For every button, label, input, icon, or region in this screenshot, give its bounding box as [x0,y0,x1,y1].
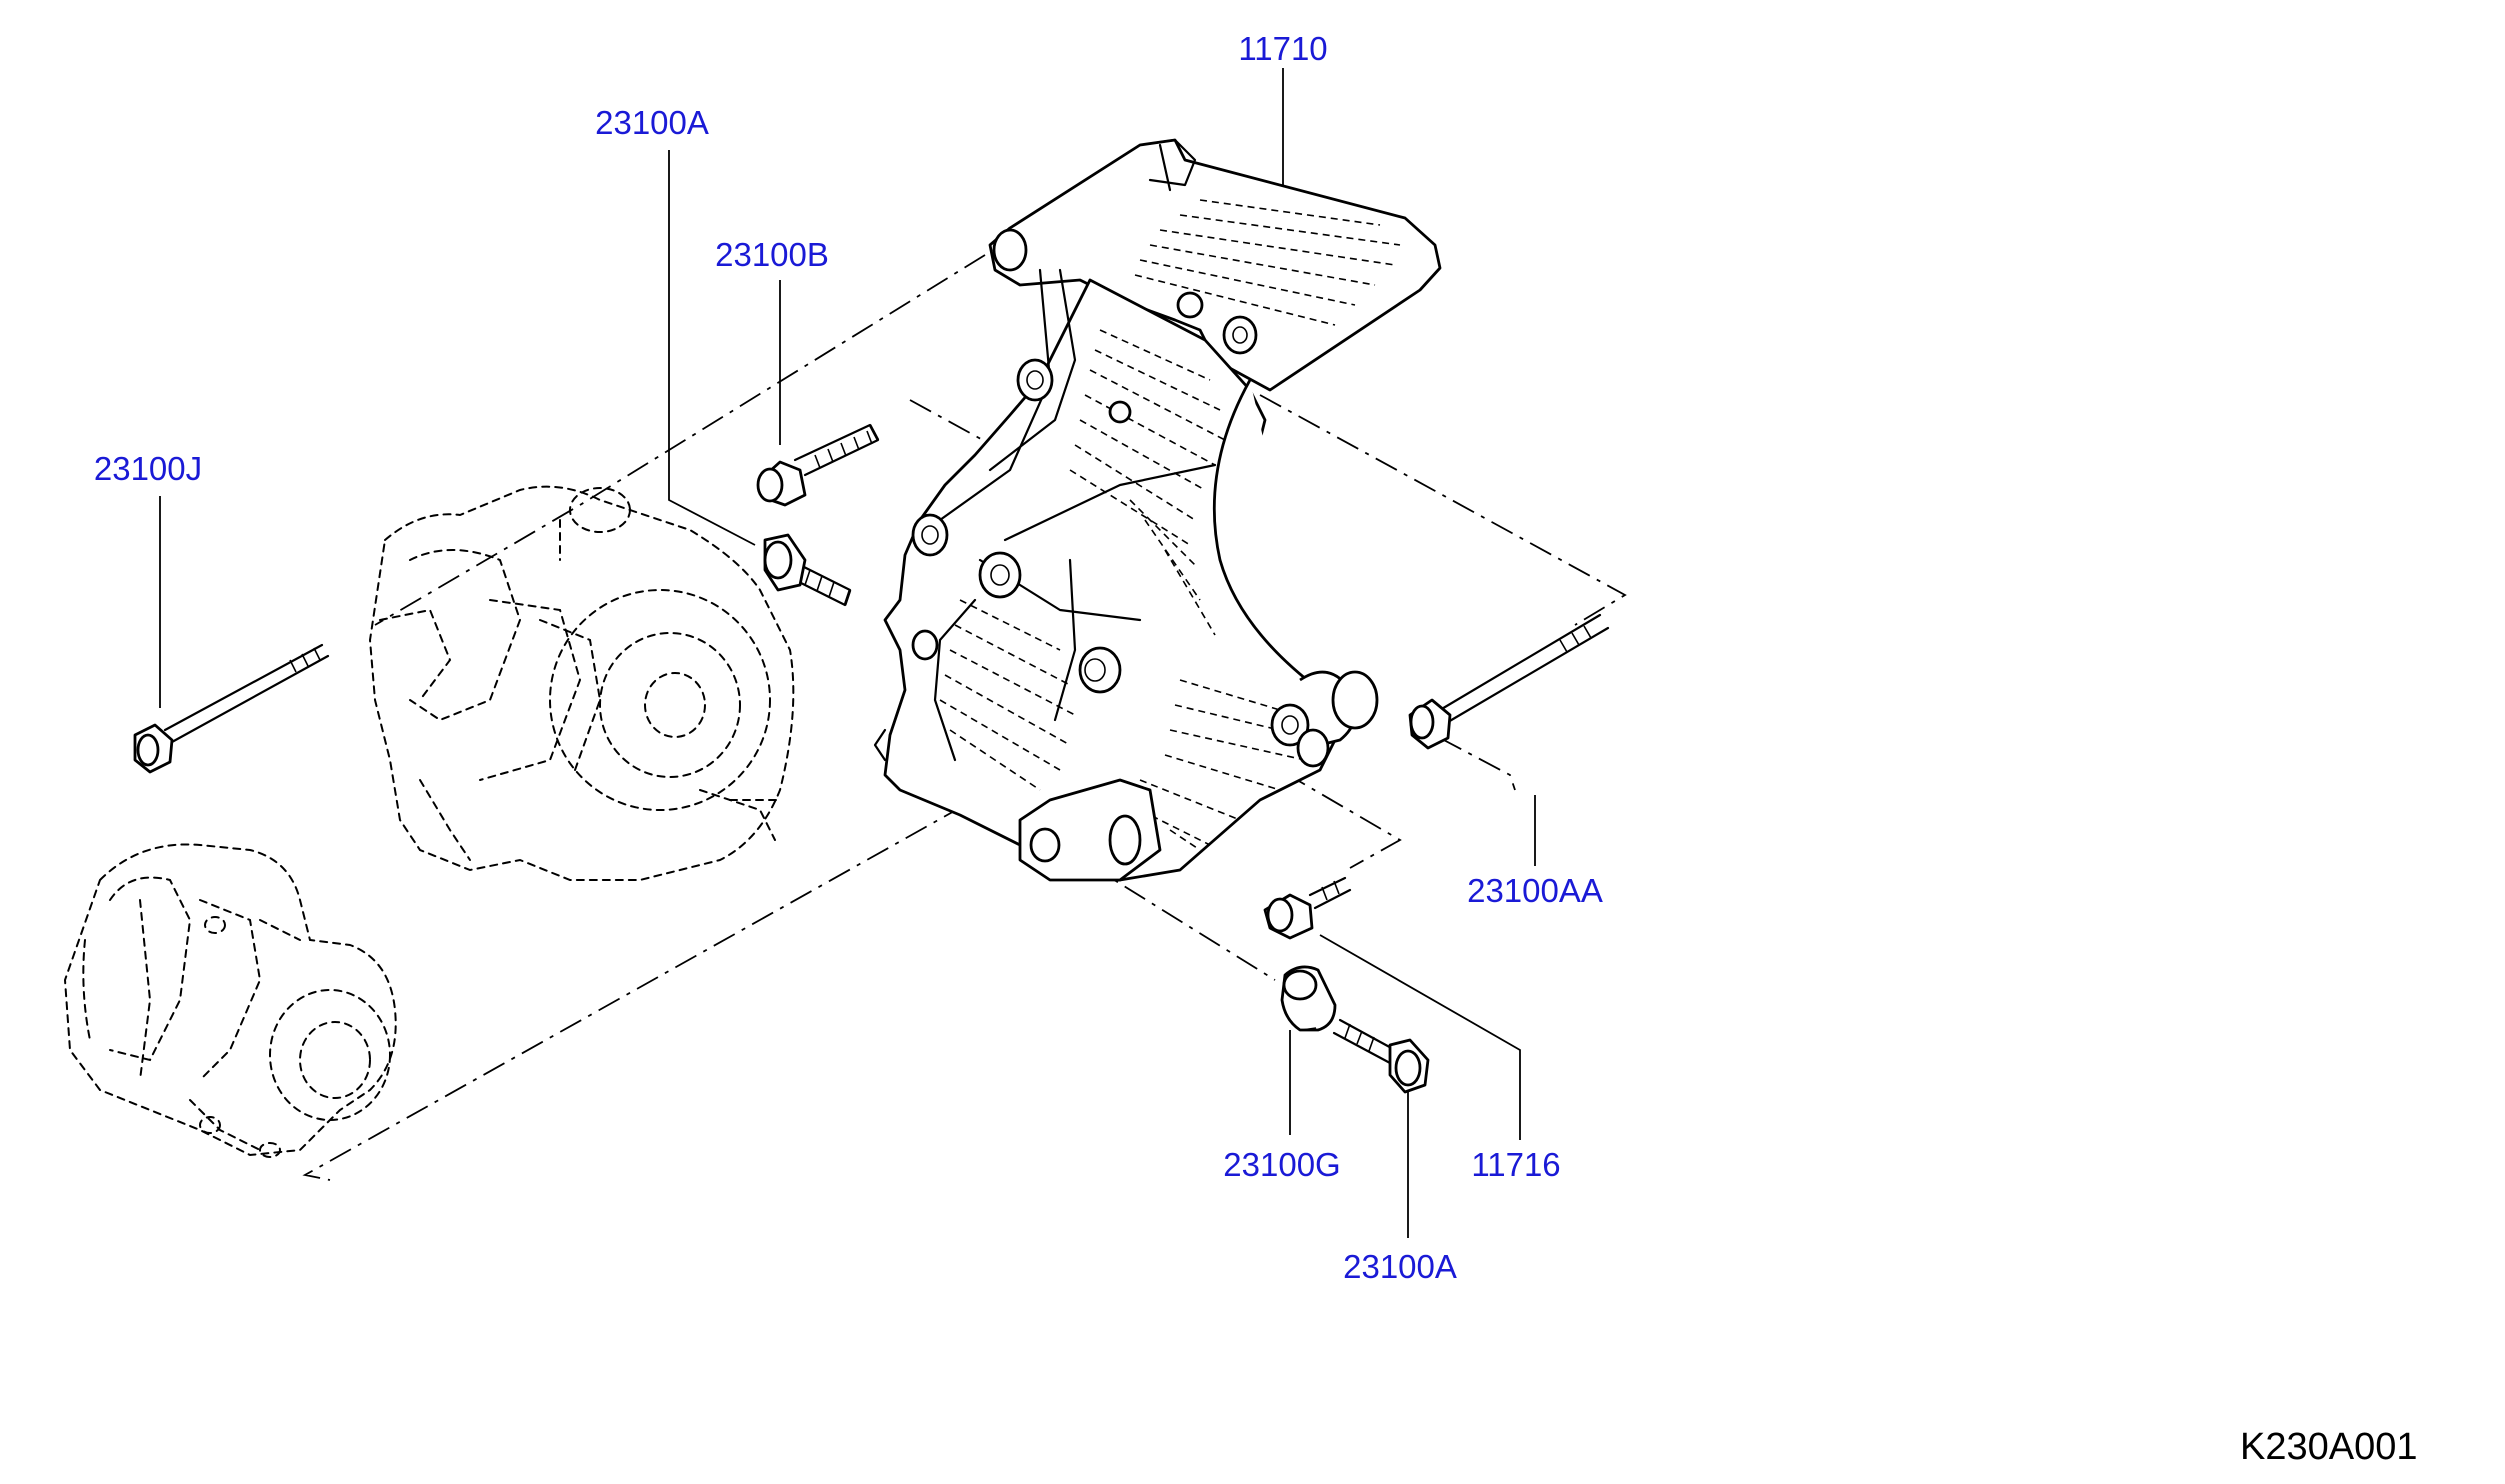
alternator-bracket-11710 [873,138,1442,882]
callout-23100g[interactable]: 23100G [1223,1146,1341,1183]
alternator-phantom [368,485,795,881]
bolt-11716 [1263,876,1352,940]
spacer-23100g [1280,965,1337,1032]
callout-23100aa[interactable]: 23100AA [1467,872,1603,909]
bolt-23100aa [1408,613,1610,750]
bolt-23100j [133,643,330,774]
bolt-23100b [756,423,880,507]
callout-23100b[interactable]: 23100B [715,236,829,273]
callout-23100j[interactable]: 23100J [93,450,203,487]
bolt-23100a-lower [1332,1018,1430,1094]
callout-23100a[interactable]: 23100A [595,104,709,141]
diagram-code: K230A001 [2240,1426,2418,1468]
phantom-lines [302,254,1627,1181]
callout-11716[interactable]: 11716 [1471,1146,1561,1183]
callout-11710[interactable]: 11710 [1238,30,1328,67]
bolt-23100a-upper [763,533,852,607]
compressor-phantom [63,843,397,1158]
callout-23100a-lower[interactable]: 23100A [1343,1248,1457,1285]
leader-lines [159,68,1536,1238]
